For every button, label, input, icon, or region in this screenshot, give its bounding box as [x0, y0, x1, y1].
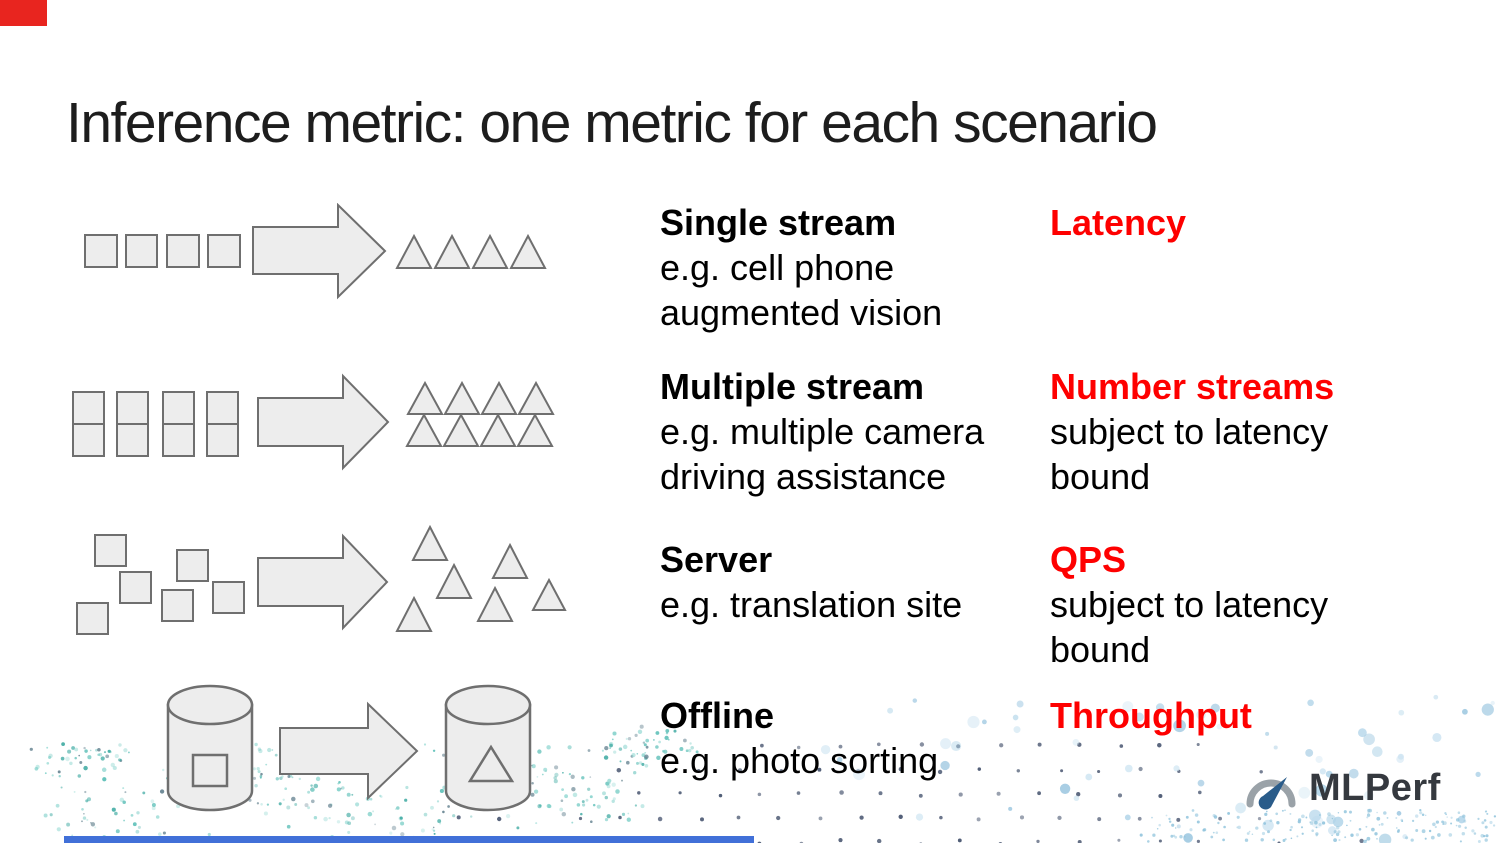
scenario-name: Offline [660, 695, 774, 736]
metric-name: QPS [1050, 539, 1127, 580]
gauge-icon [1246, 777, 1296, 810]
metric-name: Number streams [1050, 366, 1335, 407]
scenario-row: Multiple stream e.g. multiple camera dri… [660, 364, 1410, 499]
scenario-example: e.g. multiple camera [660, 411, 985, 452]
scenario-name: Single stream [660, 202, 897, 243]
page-title: Inference metric: one metric for each sc… [66, 91, 1158, 155]
multiple-stream-flow-icon [72, 373, 555, 471]
server-flow-icon [76, 525, 567, 635]
metric-name: Throughput [1050, 695, 1252, 736]
scenario-example: driving assistance [660, 456, 947, 497]
single-stream-flow-icon [84, 203, 547, 300]
slide-progress-bar [64, 836, 754, 843]
metric-note: subject to latency [1050, 584, 1329, 625]
scenario-example: augmented vision [660, 292, 943, 333]
scenario-example: e.g. cell phone [660, 247, 895, 288]
scenario-row: Server e.g. translation site QPS subject… [660, 537, 1410, 672]
mlperf-logo: MLPerf [1243, 764, 1441, 812]
metric-note: bound [1050, 629, 1151, 670]
offline-flow-icon [166, 684, 532, 812]
metric-note: bound [1050, 456, 1151, 497]
scenario-row: Offline e.g. photo sorting Throughput [660, 693, 1410, 783]
scenario-name: Multiple stream [660, 366, 925, 407]
mlperf-wordmark: MLPerf [1309, 766, 1441, 809]
scenario-example: e.g. translation site [660, 584, 963, 625]
scenario-example: e.g. photo sorting [660, 740, 939, 781]
scenario-name: Server [660, 539, 773, 580]
metric-note: subject to latency [1050, 411, 1329, 452]
slide-accent-bar [0, 0, 47, 26]
scenario-row: Single stream e.g. cell phone augmented … [660, 200, 1410, 335]
metric-name: Latency [1050, 202, 1187, 243]
